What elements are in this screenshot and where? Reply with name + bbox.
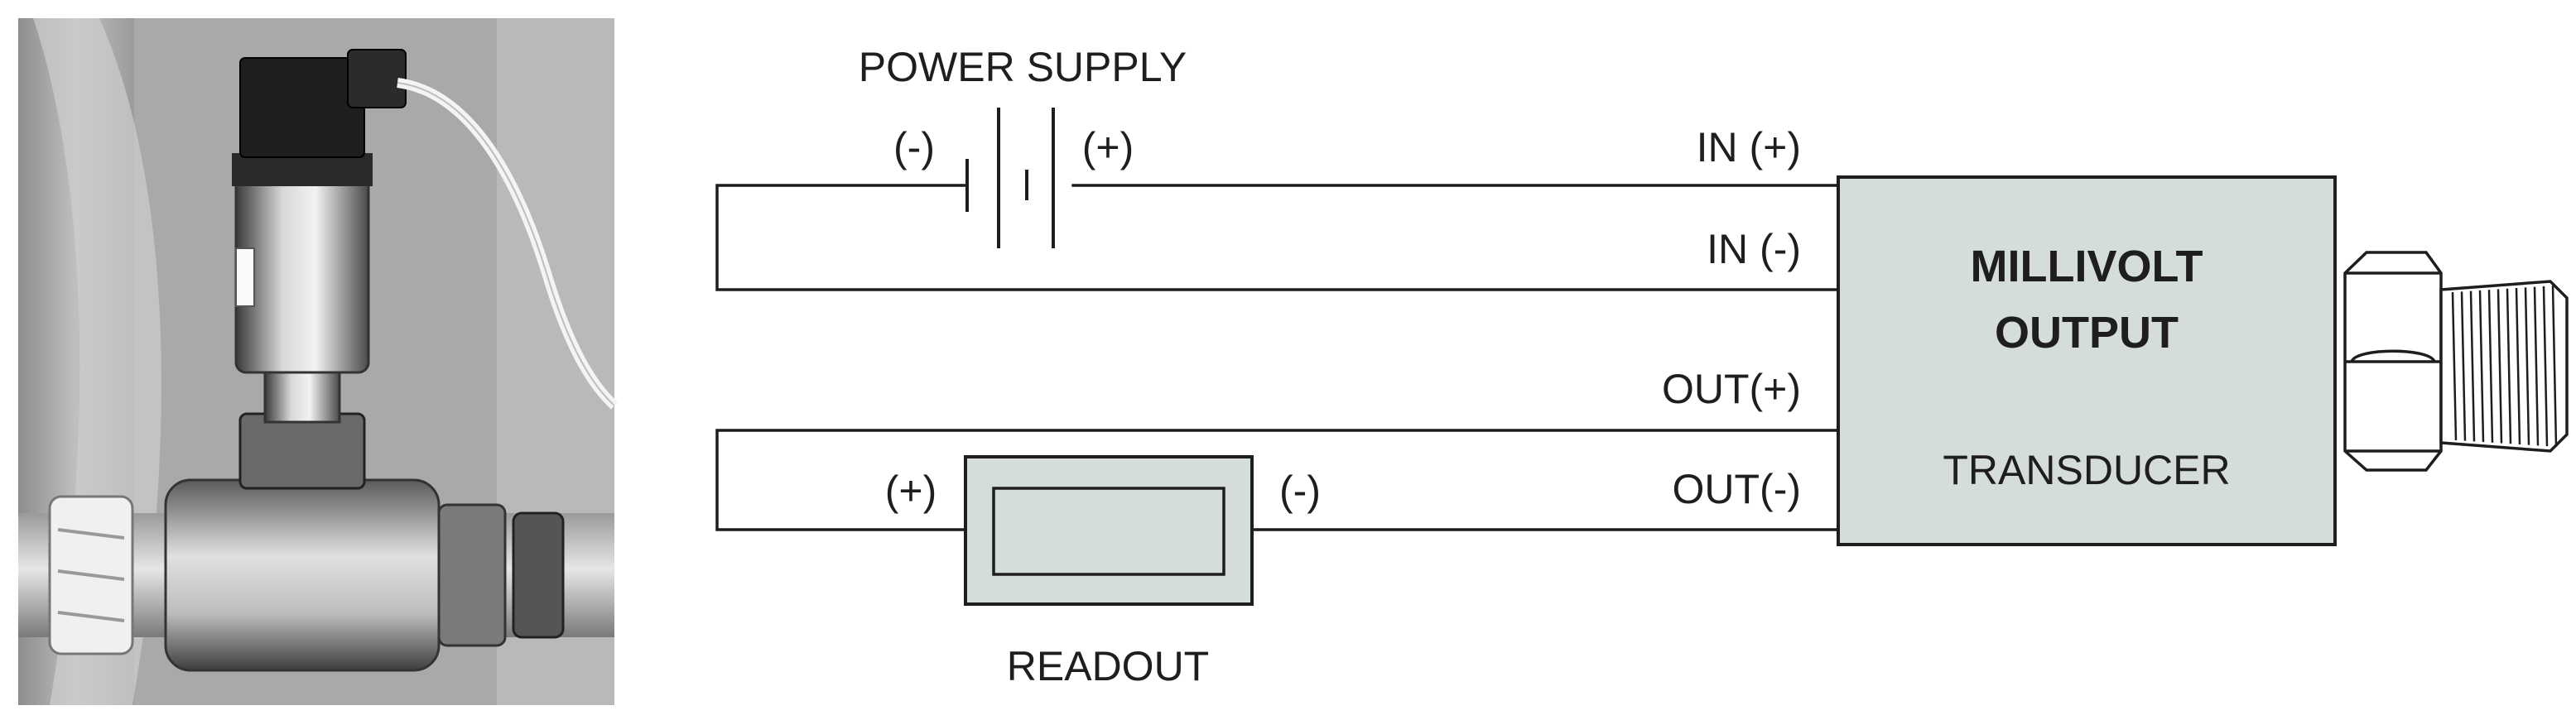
thread-line xyxy=(2478,290,2485,443)
thread-line xyxy=(2469,290,2476,442)
transducer-subtitle: TRANSDUCER xyxy=(1943,447,2230,493)
power-supply xyxy=(965,108,1055,248)
readout-positive-label: (+) xyxy=(885,468,937,514)
power-supply-title: POWER SUPPLY xyxy=(859,44,1187,90)
wires xyxy=(715,184,1840,531)
terminal-in-positive-label: IN (+) xyxy=(1697,124,1801,170)
fitting-threads xyxy=(2451,286,2558,447)
terminal-out-negative-label: OUT(-) xyxy=(1673,466,1802,512)
photo-compression-nut xyxy=(512,511,565,639)
photo-pressure-transducer xyxy=(18,18,619,705)
thread-line xyxy=(2542,286,2549,447)
photo-cable-gland xyxy=(347,49,407,108)
transducer-name-line1: MILLIVOLT xyxy=(1971,242,2203,291)
wire-out-positive xyxy=(715,429,1840,531)
thread-line xyxy=(2506,288,2512,444)
power-supply-positive-label: (+) xyxy=(1082,124,1134,170)
fitting-threaded-stem xyxy=(2439,280,2569,453)
photo-connector-collar xyxy=(232,153,373,186)
readout-display xyxy=(992,487,1225,576)
readout-title: READOUT xyxy=(1007,643,1209,689)
terminal-out-positive-label: OUT(+) xyxy=(1662,366,1801,412)
thread-line xyxy=(2451,292,2458,440)
transducer-box xyxy=(1837,175,2337,546)
photo-ce-label xyxy=(235,247,255,307)
readout-negative-label: (-) xyxy=(1279,468,1321,514)
thread-line xyxy=(2533,286,2540,446)
thread-line xyxy=(2497,289,2503,444)
thread-line xyxy=(2524,287,2530,445)
wire-in-negative xyxy=(715,184,1840,291)
transducer-name-line2: OUTPUT xyxy=(1995,308,2179,358)
thread-line xyxy=(2551,286,2558,447)
thread-line xyxy=(2460,291,2467,441)
terminal-in-negative-label: IN (-) xyxy=(1707,226,1801,272)
thread-line xyxy=(2487,290,2494,443)
photo-connector-housing xyxy=(239,57,365,158)
photo-tee-fitting xyxy=(164,478,441,672)
photo-compression-nut xyxy=(437,503,507,647)
photo-hex-nut xyxy=(238,412,366,490)
thread-line xyxy=(2515,287,2521,445)
photo-transducer-body xyxy=(234,172,370,374)
power-supply-negative-label: (-) xyxy=(893,124,935,170)
